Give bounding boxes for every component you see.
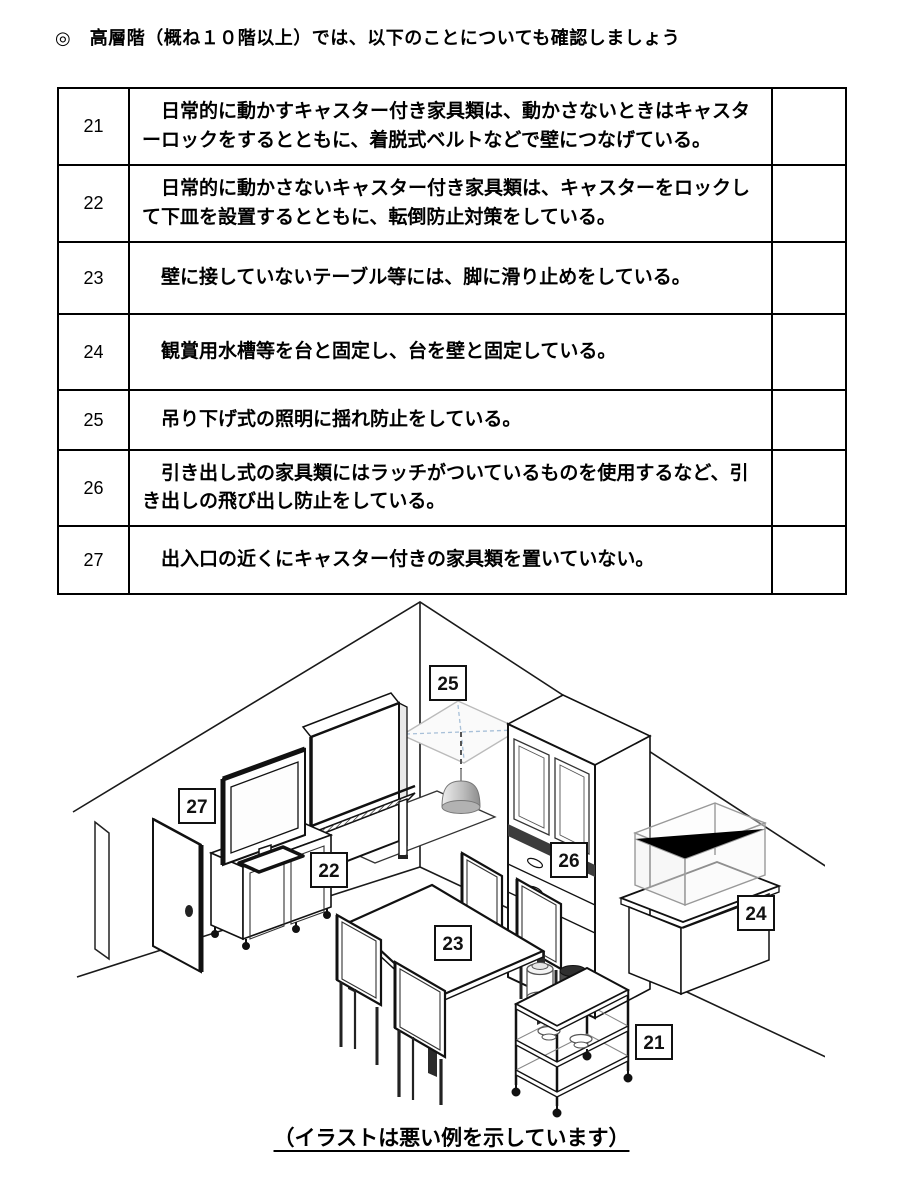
door	[94, 817, 204, 974]
row-number: 24	[57, 313, 130, 391]
table-row: 23 壁に接していないテーブル等には、脚に滑り止めをしている。	[57, 241, 847, 315]
row-number: 27	[57, 525, 130, 595]
check-cell[interactable]	[771, 389, 847, 451]
casters	[211, 908, 331, 950]
row-number: 23	[57, 241, 130, 315]
table-row: 21 日常的に動かすキャスター付き家具類は、動かさないときはキャスターロックをす…	[57, 87, 847, 166]
television	[220, 746, 306, 874]
row-text: 吊り下げ式の照明に揺れ防止をしている。	[128, 389, 773, 451]
table-row: 24 観賞用水槽等を台と固定し、台を壁と固定している。	[57, 313, 847, 391]
row-number: 22	[57, 164, 130, 243]
room-illustration: 25 27 22 26 24 23	[65, 597, 825, 1122]
row-text: 壁に接していないテーブル等には、脚に滑り止めをしている。	[128, 241, 773, 315]
check-cell[interactable]	[771, 525, 847, 595]
row-number: 21	[57, 87, 130, 166]
tea-cart	[511, 962, 633, 1118]
caption-text: （イラストは悪い例を示しています）	[273, 1126, 630, 1150]
label-26: 26	[550, 842, 588, 878]
check-cell[interactable]	[771, 87, 847, 166]
table-row: 22 日常的に動かさないキャスター付き家具類は、キャスターをロックして下皿を設置…	[57, 164, 847, 243]
door-knob	[185, 905, 193, 917]
row-number: 26	[57, 449, 130, 527]
pendant-lamp	[441, 732, 481, 814]
table-row: 26 引き出し式の家具類にはラッチがついているものを使用するなど、引き出しの飛び…	[57, 449, 847, 527]
check-cell[interactable]	[771, 449, 847, 527]
svg-text:24: 24	[745, 904, 767, 925]
aquarium	[618, 802, 782, 996]
chair-front-center	[393, 960, 447, 1105]
label-24: 24	[737, 895, 775, 931]
check-cell[interactable]	[771, 313, 847, 391]
label-23: 23	[434, 925, 472, 961]
table-row: 27 出入口の近くにキャスター付きの家具類を置いていない。	[57, 525, 847, 595]
svg-text:25: 25	[437, 674, 459, 695]
piano	[300, 692, 416, 902]
label-25: 25	[429, 665, 467, 701]
illustration-caption: （イラストは悪い例を示しています）	[0, 1122, 903, 1152]
label-21: 21	[635, 1024, 673, 1060]
row-text: 引き出し式の家具類にはラッチがついているものを使用するなど、引き出しの飛び出し防…	[128, 449, 773, 527]
page-title: ◎ 高層階（概ね１０階以上）では、以下のことについても確認しましょう	[55, 28, 681, 48]
label-22: 22	[310, 852, 348, 888]
row-text: 観賞用水槽等を台と固定し、台を壁と固定している。	[128, 313, 773, 391]
check-cell[interactable]	[771, 164, 847, 243]
table-row: 25 吊り下げ式の照明に揺れ防止をしている。	[57, 389, 847, 451]
svg-text:27: 27	[186, 797, 207, 818]
chair-front-left	[335, 913, 383, 1065]
row-number: 25	[57, 389, 130, 451]
check-cell[interactable]	[771, 241, 847, 315]
svg-text:26: 26	[558, 851, 579, 872]
fish-tank	[633, 802, 767, 907]
checklist-table: 21 日常的に動かすキャスター付き家具類は、動かさないときはキャスターロックをす…	[57, 87, 847, 595]
label-27: 27	[178, 788, 216, 824]
cart-casters	[511, 1049, 633, 1118]
svg-text:23: 23	[442, 934, 463, 955]
svg-text:22: 22	[318, 861, 339, 882]
row-text: 日常的に動かすキャスター付き家具類は、動かさないときはキャスターロックをするとと…	[128, 87, 773, 166]
row-text: 日常的に動かさないキャスター付き家具類は、キャスターをロックして下皿を設置すると…	[128, 164, 773, 243]
row-text: 出入口の近くにキャスター付きの家具類を置いていない。	[128, 525, 773, 595]
svg-text:21: 21	[643, 1033, 665, 1054]
